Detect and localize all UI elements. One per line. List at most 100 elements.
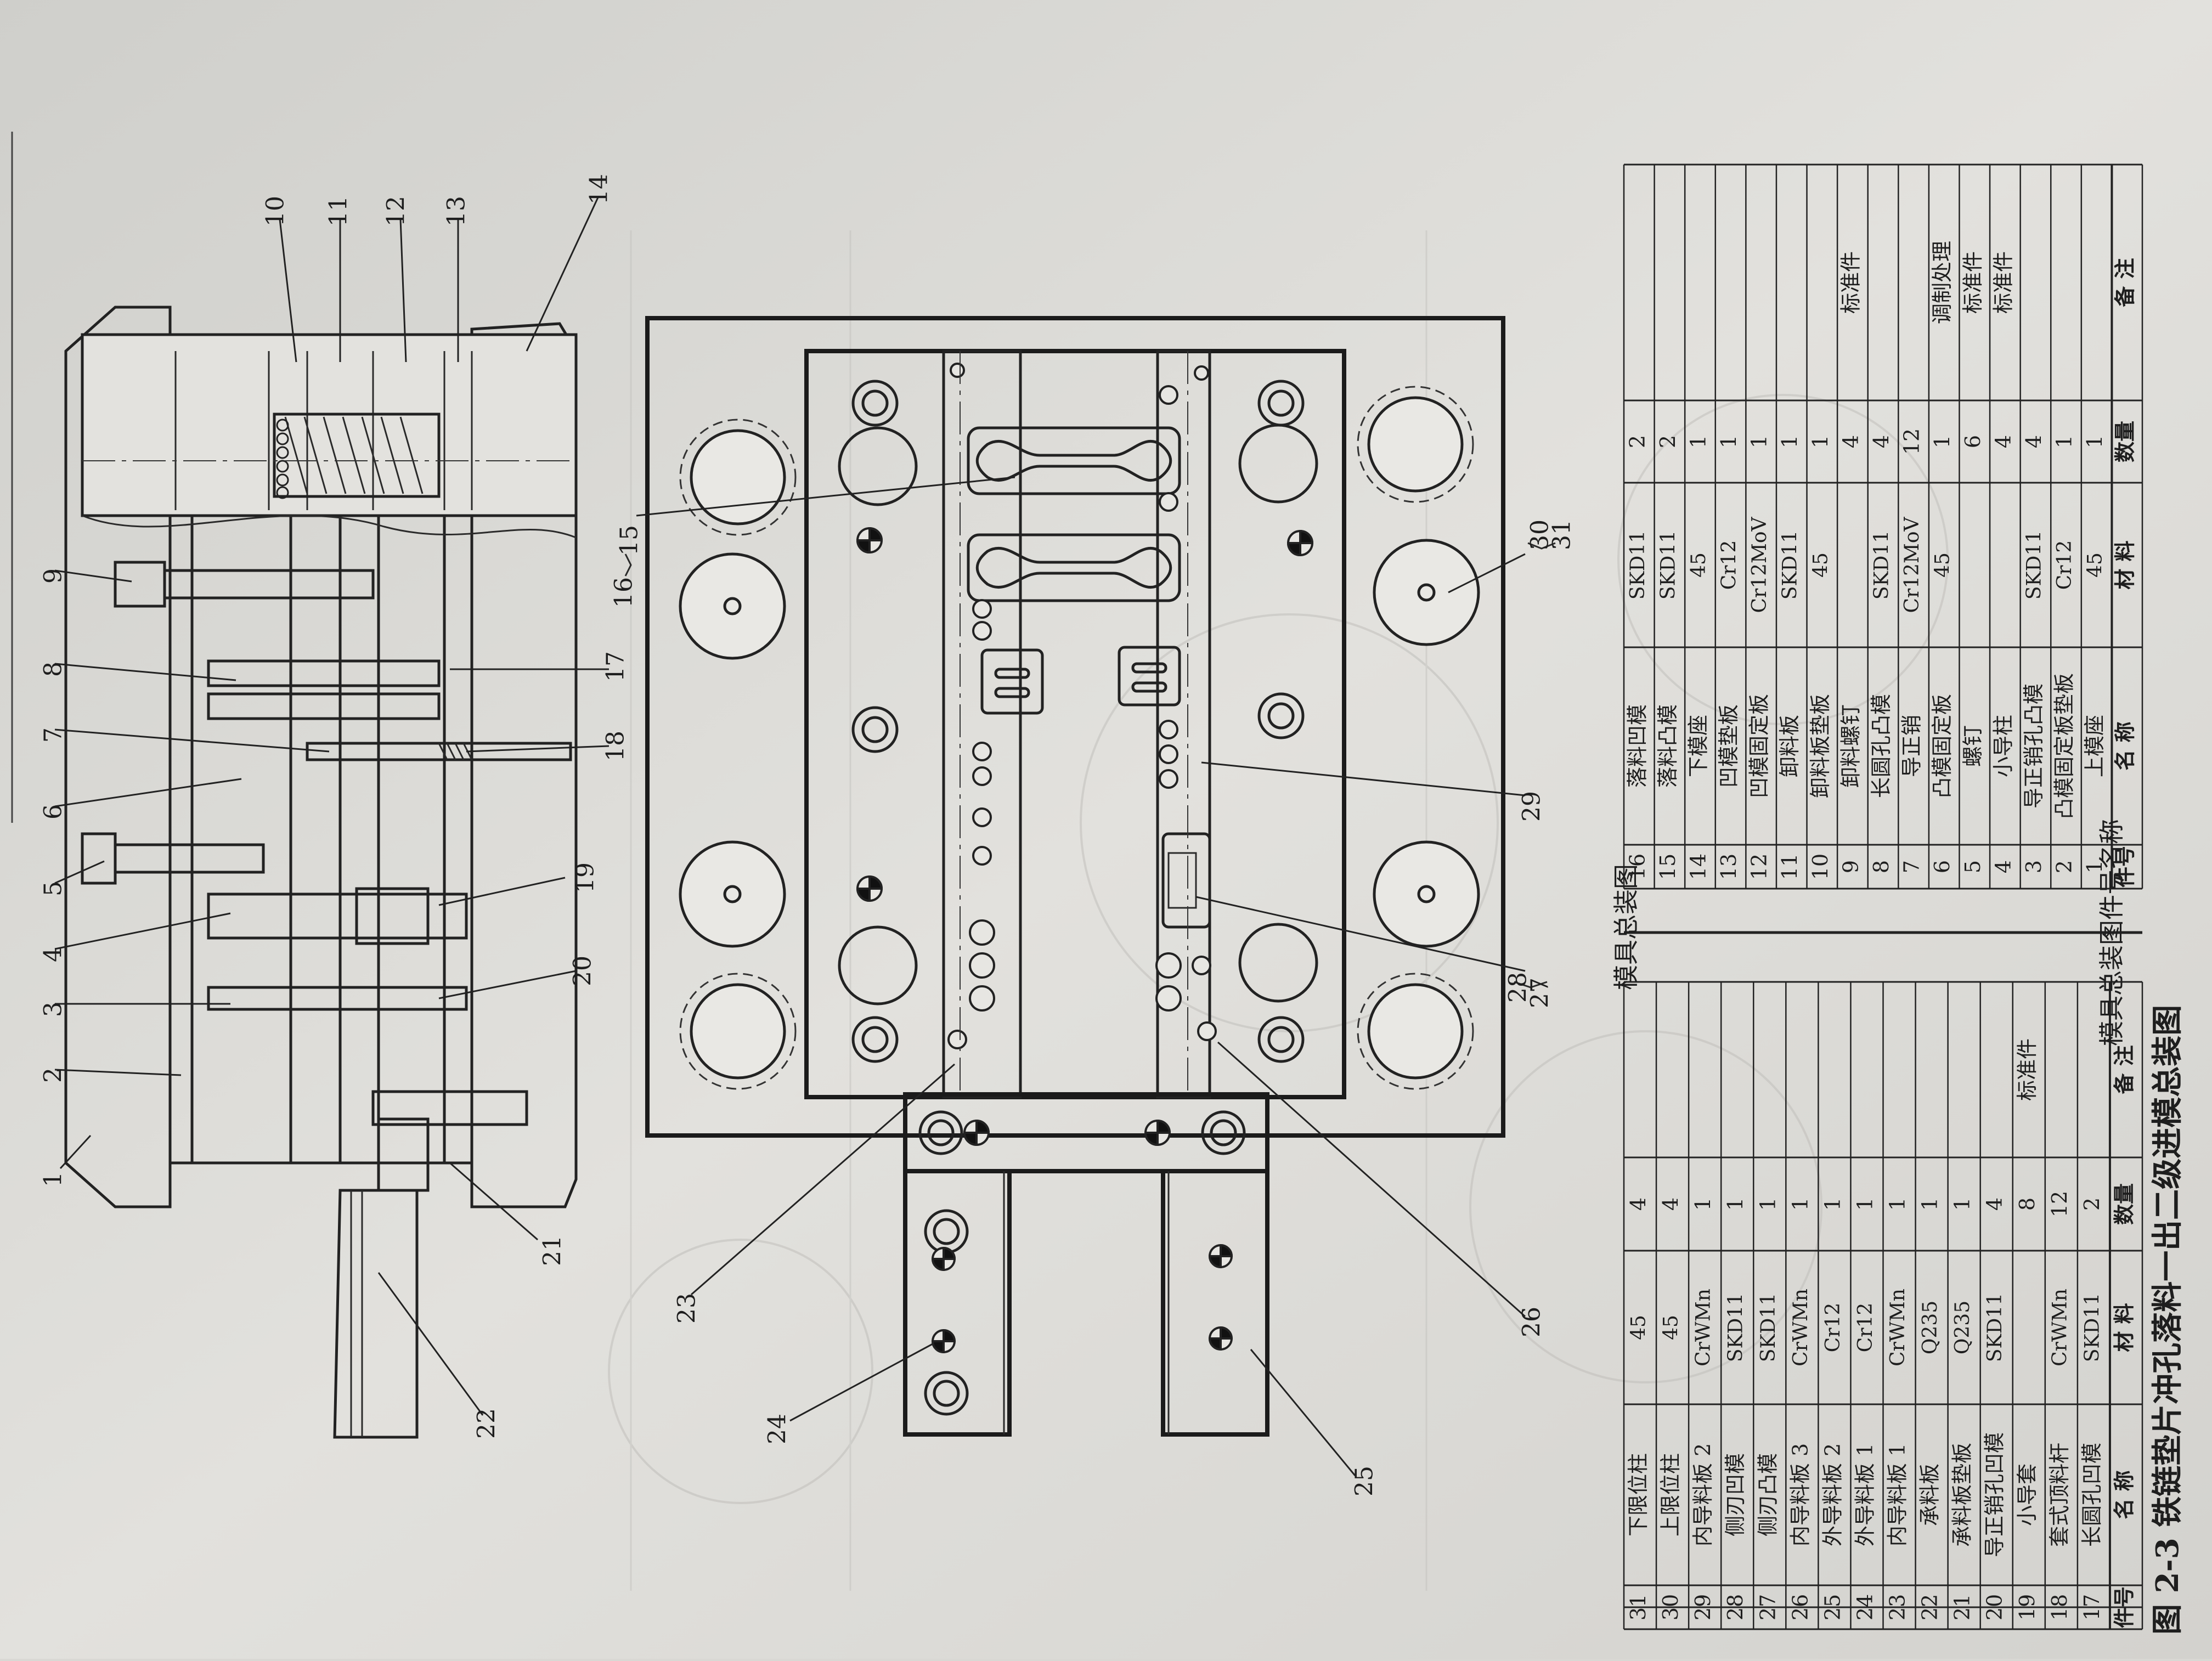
part-note-cell: 调制处理: [1930, 241, 1954, 324]
part-name-cell: 外导料板 2: [1820, 1443, 1844, 1546]
callout-label-24: 24: [764, 1414, 792, 1444]
part-qty-cell: 4: [1991, 435, 2015, 448]
part-number-cell: 9: [1838, 860, 1863, 873]
part-name-cell: 落料凹模: [1625, 704, 1649, 788]
part-qty-cell: 1: [1723, 1197, 1747, 1211]
part-material-cell: CrWMn: [1692, 1289, 1715, 1366]
part-note-cell: 标准件: [1838, 251, 1863, 314]
part-note-cell: 标准件: [1961, 251, 1985, 314]
part-qty-cell: 1: [1886, 1197, 1910, 1211]
callout-label-2: 2: [40, 1067, 67, 1083]
callout-label-19: 19: [572, 862, 600, 893]
part-qty-cell: 1: [1747, 435, 1771, 448]
callout-label-6: 6: [40, 804, 67, 820]
part-name-cell: 卸料板垫板: [1808, 694, 1832, 798]
header-material: 材 料: [2113, 540, 2137, 589]
part-name-cell: 凹模固定板: [1747, 694, 1771, 798]
header-qty: 数量: [2113, 421, 2137, 462]
callout-label-3: 3: [40, 1002, 67, 1017]
part-material-cell: Q235: [1951, 1301, 1974, 1354]
callout-label-4: 4: [40, 947, 67, 962]
part-name-cell: 上模座: [2083, 715, 2107, 777]
part-material-cell: 45: [1688, 552, 1710, 578]
part-name-cell: 长圆孔凹模: [2080, 1443, 2104, 1547]
part-material-cell: 45: [1932, 552, 1954, 578]
part-material-cell: CrWMn: [2049, 1289, 2071, 1366]
part-number-cell: 15: [1656, 854, 1680, 880]
parts-list-title: 模具总装图件号名称: [2097, 819, 2126, 1046]
part-material-cell: 45: [1660, 1315, 1683, 1340]
part-name-cell: 落料凸模: [1656, 704, 1680, 788]
part-material-cell: 45: [1809, 552, 1832, 578]
callout-label-21: 21: [539, 1235, 567, 1266]
part-name-cell: 外导料板 1: [1853, 1443, 1877, 1546]
callout-brackets: [624, 542, 1556, 988]
figure-caption: 图 2-3 铁链垫片冲孔落料一出二级进模总装图: [2149, 1005, 2186, 1635]
part-material-cell: CrWMn: [1887, 1289, 1909, 1366]
part-name-cell: 内导料板 3: [1788, 1443, 1812, 1546]
part-qty-cell: 1: [1918, 1197, 1942, 1211]
callout-label-26: 26: [1518, 1307, 1546, 1337]
part-material-cell: SKD11: [1657, 530, 1679, 600]
part-qty-cell: 4: [1626, 1197, 1650, 1211]
header-material: 材 料: [2112, 1303, 2136, 1352]
part-qty-cell: 4: [1983, 1197, 2007, 1211]
part-note-cell: 标准件: [1991, 251, 2015, 314]
part-note-cell: 标准件: [2015, 1038, 2039, 1101]
callout-label-11: 11: [325, 196, 353, 227]
callout-label-17: 17: [602, 651, 630, 682]
part-number-cell: 4: [1991, 860, 2015, 873]
part-material-cell: 45: [2084, 552, 2107, 578]
part-material-cell: 45: [1628, 1315, 1650, 1340]
header-part-name: 名 称: [2112, 1470, 2136, 1519]
part-qty-cell: 1: [1950, 1197, 1974, 1211]
plan-view: [645, 316, 1505, 1437]
callout-label-18: 18: [602, 731, 630, 761]
part-qty-cell: 4: [1658, 1197, 1683, 1211]
part-number-cell: 7: [1900, 860, 1924, 873]
callout-label-31: 31: [1548, 519, 1576, 550]
part-name-cell: 凹模垫板: [1717, 704, 1741, 788]
header-part-number: 件号: [2113, 846, 2137, 888]
callout-label-29: 29: [1518, 791, 1546, 822]
part-material-cell: SKD11: [1984, 1293, 2006, 1362]
part-qty-cell: 1: [1717, 435, 1741, 448]
part-name-cell: 螺钉: [1961, 725, 1985, 767]
part-name-cell: 小导套: [2015, 1464, 2039, 1526]
callout-label-5: 5: [40, 881, 67, 896]
part-name-cell: 凸模固定板: [1930, 694, 1954, 798]
callout-label-30: 30: [1526, 519, 1554, 550]
header-note: 备 注: [2112, 1045, 2136, 1094]
part-name-cell: 承料板垫板: [1950, 1443, 1974, 1547]
part-qty-cell: 1: [2052, 435, 2076, 448]
part-qty-cell: 4: [1869, 435, 1893, 448]
part-qty-cell: 1: [1691, 1197, 1715, 1211]
part-material-cell: SKD11: [1757, 1293, 1780, 1362]
part-qty-cell: 2: [1625, 435, 1649, 448]
part-name-cell: 套式顶料杆: [2047, 1443, 2072, 1547]
part-material-cell: Cr12: [1854, 1303, 1877, 1353]
part-qty-cell: 1: [1820, 1197, 1844, 1211]
callout-label-14: 14: [585, 174, 613, 205]
callout-label-12: 12: [382, 196, 410, 227]
part-name-cell: 下限位柱: [1626, 1453, 1650, 1536]
part-qty-cell: 1: [1930, 435, 1954, 448]
part-name-cell: 导正销孔凸模: [2022, 683, 2046, 809]
part-qty-cell: 6: [1961, 435, 1985, 448]
part-material-cell: Cr12MoV: [1748, 516, 1771, 613]
callout-label-15: 15: [616, 525, 644, 556]
part-material-cell: Cr12MoV: [1901, 516, 1923, 613]
part-name-cell: 内导料板 1: [1886, 1443, 1910, 1546]
part-qty-cell: 2: [2080, 1197, 2104, 1211]
part-qty-cell: 4: [1838, 435, 1863, 448]
part-material-cell: CrWMn: [1790, 1289, 1812, 1366]
part-number-cell: 5: [1961, 860, 1985, 873]
callout-label-28: 28: [1504, 972, 1532, 1003]
section-view: [64, 306, 578, 1439]
part-name-cell: 长圆孔凸模: [1869, 694, 1893, 798]
callout-label-10: 10: [262, 196, 290, 227]
callout-label-25: 25: [1351, 1466, 1379, 1496]
part-qty-cell: 8: [2015, 1197, 2039, 1211]
part-qty-cell: 4: [2022, 435, 2046, 448]
